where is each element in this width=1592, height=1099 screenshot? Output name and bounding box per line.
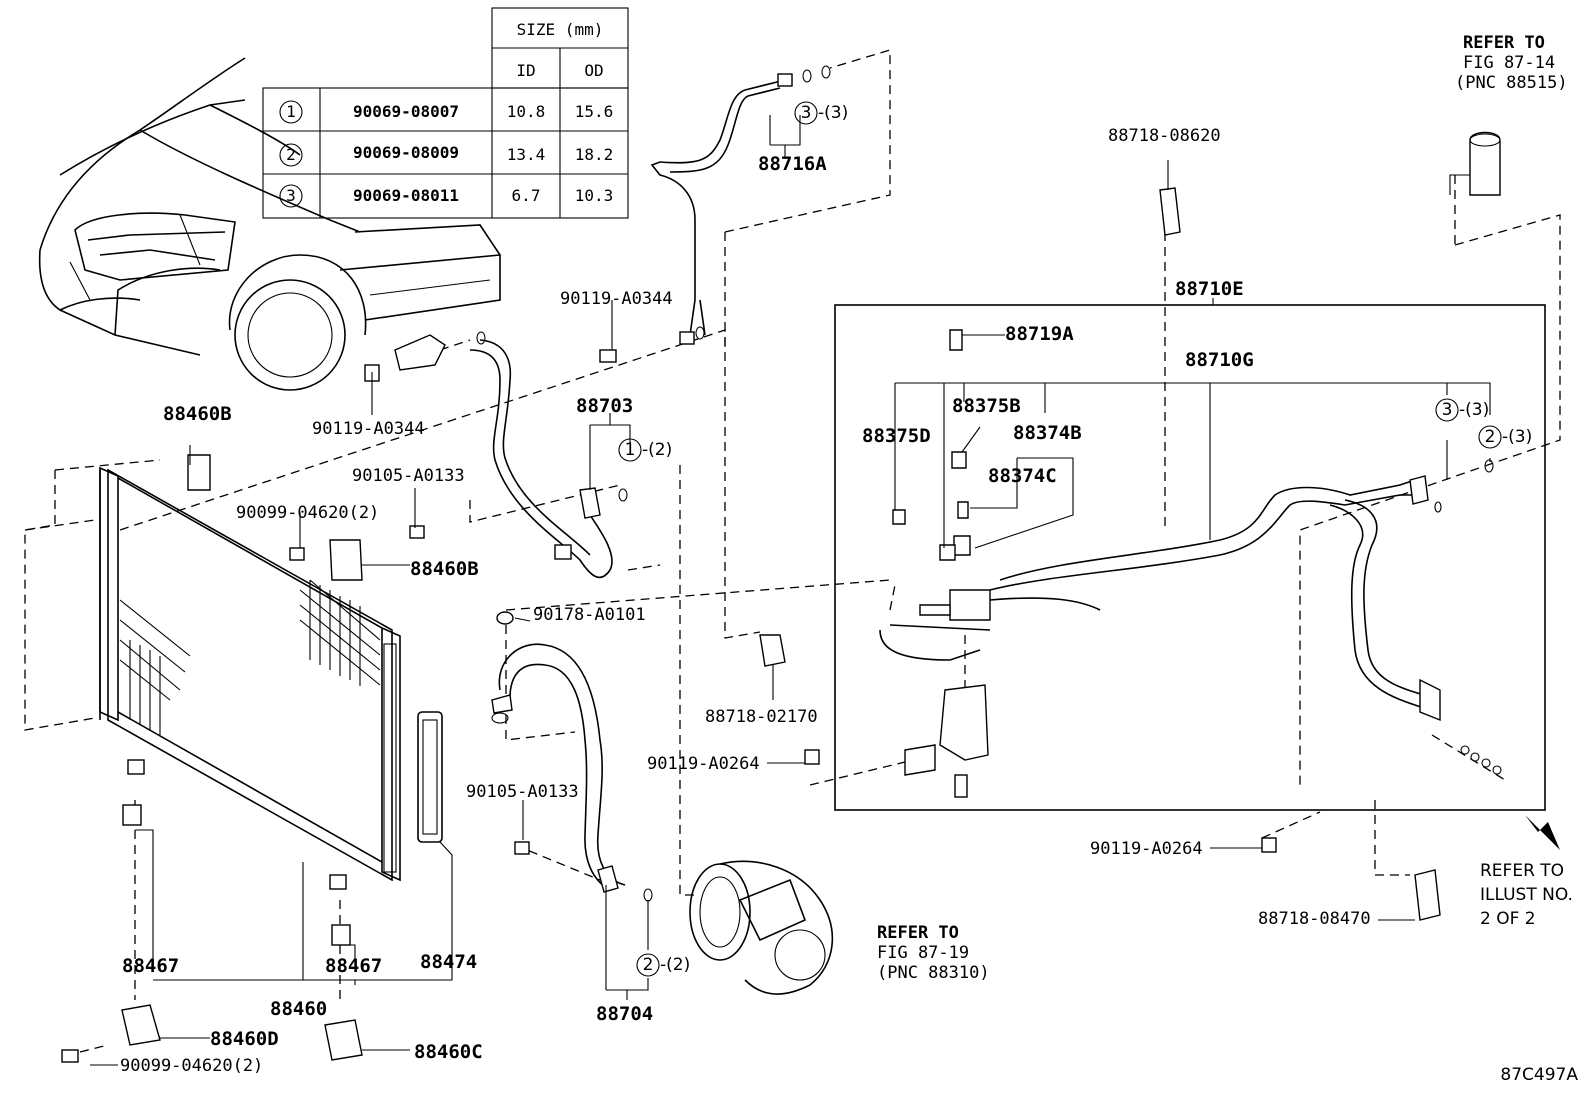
label-90119-A0264-left: 90119-A0264	[647, 754, 760, 774]
leader-lines	[90, 115, 1491, 1066]
size-row-3-id: 6.7	[512, 186, 541, 205]
refer-a-line1: REFER TO	[1463, 33, 1545, 53]
reference-notes: REFER TO FIG 87-14 (PNC 88515) REFER TO …	[877, 33, 1573, 983]
size-row-2-id: 13.4	[507, 145, 546, 164]
label-88716A: 88716A	[758, 153, 827, 175]
callout-3b-no: 3	[1442, 400, 1453, 420]
part-labels: 88716A 90119-A0344 90119-A0344 88460B 90…	[120, 126, 1371, 1076]
label-88719A: 88719A	[1005, 323, 1074, 345]
label-88375D: 88375D	[862, 425, 931, 447]
pipe-88716A	[650, 79, 786, 336]
assembly-box-88710E	[834, 304, 1546, 811]
label-90119-A0264-right: 90119-A0264	[1090, 839, 1203, 859]
label-90119-A0344-lower: 90119-A0344	[312, 419, 425, 439]
arrow-refer-icon	[1525, 815, 1560, 850]
label-88710G: 88710G	[1185, 349, 1254, 371]
qty-callouts: 3 -(3) 1 -(2) 2 -(2) 3 -(3) 2 -(3)	[618, 101, 1532, 977]
label-90105-A0133-lower: 90105-A0133	[466, 782, 579, 802]
callout-3b-count: -(3)	[1459, 400, 1489, 420]
label-88718-08620: 88718-08620	[1108, 126, 1221, 146]
label-88374C: 88374C	[988, 465, 1057, 487]
label-88460D: 88460D	[210, 1028, 279, 1050]
callout-2a-count: -(2)	[660, 955, 690, 975]
size-table-col-id: ID	[516, 61, 535, 80]
refer-b-line2: FIG 87-19	[877, 943, 969, 963]
compressor	[689, 860, 834, 995]
refer-c-line3: 2 OF 2	[1480, 909, 1536, 929]
fittings	[61, 65, 1502, 1063]
label-88374B: 88374B	[1013, 422, 1082, 444]
label-88460B-lower: 88460B	[410, 558, 479, 580]
pipe-88703	[469, 339, 613, 579]
label-88460B-upper: 88460B	[163, 403, 232, 425]
refer-c-line2: ILLUST NO.	[1480, 885, 1573, 905]
size-row-1-no: 1	[286, 102, 296, 121]
size-row-1-part: 90069-08007	[353, 102, 459, 121]
vehicle-location-sketch	[38, 57, 501, 391]
label-88460: 88460	[270, 998, 327, 1020]
size-row-2-od: 18.2	[575, 145, 614, 164]
label-88718-08470: 88718-08470	[1258, 909, 1371, 929]
label-88460C: 88460C	[414, 1041, 483, 1063]
callout-1-no: 1	[625, 440, 636, 460]
size-row-1-id: 10.8	[507, 102, 546, 121]
size-row-2-no: 2	[286, 145, 296, 164]
reference-dashed-lines	[24, 49, 1561, 1053]
callout-2b-no: 2	[1485, 427, 1496, 447]
label-88467-left: 88467	[122, 955, 179, 977]
callout-3a-count: -(3)	[818, 103, 848, 123]
label-90119-A0344-upper: 90119-A0344	[560, 289, 673, 309]
callout-2a-no: 2	[643, 955, 654, 975]
refer-a-line2: FIG 87-14	[1463, 53, 1555, 73]
callout-2b-count: -(3)	[1502, 427, 1532, 447]
callout-3a-no: 3	[801, 103, 812, 123]
label-88375B: 88375B	[952, 395, 1021, 417]
refer-b-line3: (PNC 88310)	[877, 963, 990, 983]
label-88703: 88703	[576, 395, 633, 417]
label-90099-04620-lower: 90099-04620(2)	[120, 1056, 263, 1076]
callout-1-count: -(2)	[642, 440, 672, 460]
size-row-3-no: 3	[286, 186, 296, 205]
size-table: SIZE (mm) ID OD 1 90069-08007 10.8 15.6 …	[262, 7, 629, 219]
condenser-88460	[99, 466, 443, 882]
label-88704: 88704	[596, 1003, 653, 1025]
label-90099-04620-upper: 90099-04620(2)	[236, 503, 379, 523]
label-90178-A0101: 90178-A0101	[533, 605, 646, 625]
pipe-88704	[498, 643, 626, 891]
label-88474: 88474	[420, 951, 477, 973]
size-row-2-part: 90069-08009	[353, 143, 459, 162]
size-table-header: SIZE (mm)	[517, 20, 604, 39]
label-90105-A0133-upper: 90105-A0133	[352, 466, 465, 486]
refer-c-line1: REFER TO	[1480, 861, 1564, 881]
refer-a-line3: (PNC 88515)	[1455, 73, 1568, 93]
size-row-1-od: 15.6	[575, 102, 614, 121]
refer-b-line1: REFER TO	[877, 923, 959, 943]
pipe-88710G	[879, 479, 1441, 711]
label-88710E: 88710E	[1175, 278, 1244, 300]
size-table-col-od: OD	[584, 61, 603, 80]
size-row-3-part: 90069-08011	[353, 186, 459, 205]
label-88718-02170: 88718-02170	[705, 707, 818, 727]
size-row-3-od: 10.3	[575, 186, 614, 205]
figure-code: 87C497A	[1500, 1065, 1578, 1085]
label-88467-right: 88467	[325, 955, 382, 977]
